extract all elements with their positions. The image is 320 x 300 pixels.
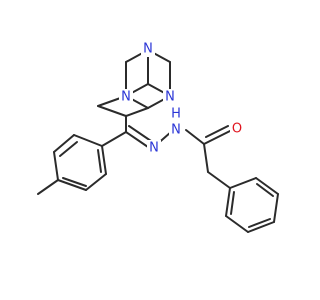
hydrazone-bonds — [101, 125, 231, 189]
cage-bonds — [97, 49, 171, 133]
svg-text:O: O — [232, 122, 242, 137]
svg-text:N: N — [165, 90, 175, 105]
atom-n-hydrazone: N — [147, 140, 161, 156]
atom-n-left: N — [119, 89, 133, 105]
toluene-ring — [37, 134, 107, 195]
atom-n-top: N — [141, 41, 155, 57]
svg-text:N: N — [121, 90, 131, 105]
phenyl-ring — [225, 177, 279, 233]
atom-o-carbonyl: O — [230, 121, 244, 137]
molecule-structure: N N N N N H O — [37, 41, 279, 233]
svg-text:N: N — [171, 123, 181, 138]
atom-nh: N H — [169, 106, 183, 138]
svg-text:H: H — [171, 107, 181, 122]
atom-n-right: N — [163, 89, 177, 105]
svg-text:N: N — [149, 141, 159, 156]
svg-text:N: N — [143, 42, 153, 57]
